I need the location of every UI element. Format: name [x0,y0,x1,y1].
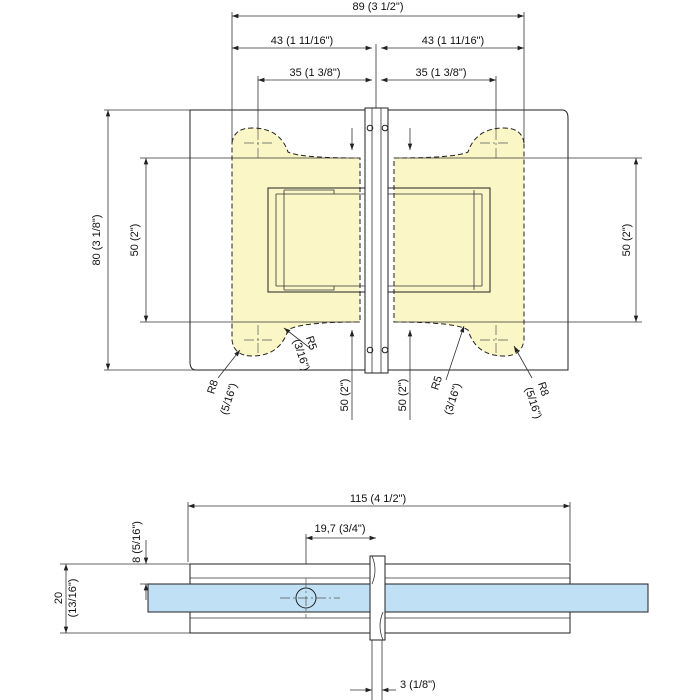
r8-left-label: R8 [205,379,221,396]
left-hinge-plate [189,109,366,371]
hinge-knuckle [364,107,389,374]
top-view: 89 (3 1/2") 43 (1 11/16") 43 (1 11/16") … [91,1,642,420]
right-hole-offset-label: 35 (1 3/8") [416,67,467,79]
knuckle-pin-top [366,124,374,132]
r8-right-label: R8 [535,381,551,398]
overall-width-label: 89 (3 1/2") [353,1,404,13]
total-thickness-inch-label: (13/16") [67,579,79,618]
overall-length-label: 115 (4 1/2") [350,493,406,505]
right-glass-panel [384,583,649,613]
left-clamp-pad [267,187,366,293]
r5-right-label: R5 [429,375,445,392]
r8-left-inch-label: (5/16") [218,382,239,417]
left-half-label: 43 (1 11/16") [271,35,333,47]
knuckle-pin-bottom-right [381,346,389,354]
knuckle-pin-bottom [366,346,374,354]
overall-height-label: 80 (3 1/8") [91,215,103,266]
r5-right-inch-label: (3/16") [442,382,463,417]
gap-label: 3 (1/8") [400,679,436,691]
side-view: 115 (4 1/2") 19,7 (3/4") 8 (5/16") 20 (1… [53,493,649,700]
knuckle-pin-top-right [381,124,389,132]
left-hole-offset-label: 35 (1 3/8") [290,67,341,79]
mid-right-dim-label: 50 (2") [397,379,409,412]
upper-clamp-plate [189,563,371,585]
mid-left-dim-label: 50 (2") [339,379,351,412]
hinge-center-body [369,555,386,641]
right-half-label: 43 (1 11/16") [422,35,484,47]
plate-thickness-label: 8 (5/16") [131,521,143,563]
left-glass-panel [147,583,371,613]
left-glass-cutout-zone [231,127,361,357]
right-hinge-plate [387,109,569,371]
lower-clamp-plate [189,611,371,634]
right-clamp-pad [387,187,491,293]
r5-left-label: R5 [303,335,319,352]
left-hole-spacing-label: 50 (2") [129,224,141,257]
right-hole-spacing-label: 50 (2") [621,224,633,257]
axis-offset-label: 19,7 (3/4") [315,523,366,535]
total-thickness-label: 20 [53,592,65,604]
